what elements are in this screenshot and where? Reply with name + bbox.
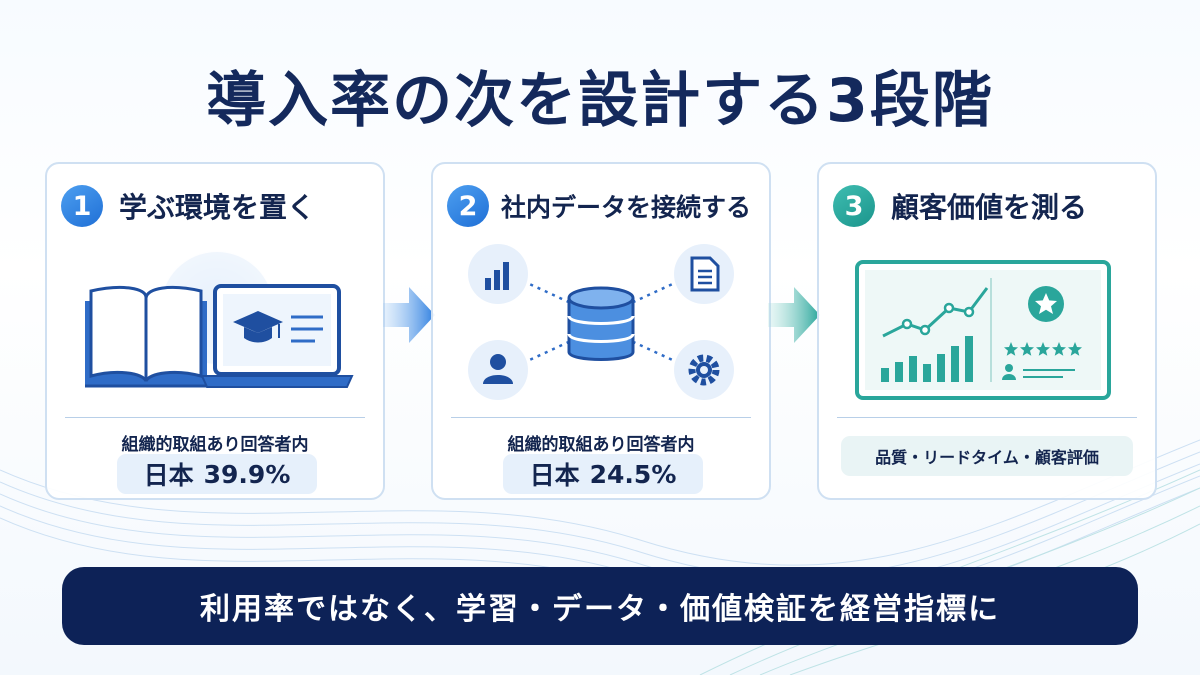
step-number-badge-1: 1: [61, 185, 103, 227]
card-divider: [65, 417, 365, 418]
step-title-2: 社内データを接続する: [501, 193, 752, 222]
step-card-3: 3 顧客価値を測る: [817, 162, 1157, 500]
stat-value-2: 24.5%: [589, 459, 677, 489]
step-header-2: 2 社内データを接続する: [447, 178, 761, 234]
stat-region-2: 日本: [529, 461, 580, 490]
user-icon: [468, 340, 528, 400]
step-header-1: 1 学ぶ環境を置く: [61, 178, 375, 234]
step-card-2: 2 社内データを接続する: [431, 162, 771, 500]
stat-pill-2: 日本 24.5%: [503, 454, 703, 494]
page-title: 導入率の次を設計する3段階: [206, 66, 994, 136]
gear-icon: [674, 340, 734, 400]
metrics-pill: 品質・リードタイム・顧客評価: [841, 436, 1133, 476]
arrow-right-icon: [383, 287, 435, 343]
learning-illustration: [85, 250, 354, 388]
step-title-1: 学ぶ環境を置く: [119, 191, 316, 224]
database-icon: [567, 286, 635, 361]
stat-label-1: 組織的取組あり回答者内: [121, 435, 309, 455]
stat-region-1: 日本: [143, 461, 194, 490]
arrow-right-icon: [768, 287, 820, 343]
step-number-badge-3: 3: [833, 185, 875, 227]
step-number-badge-2: 2: [447, 185, 489, 227]
stat-pill-1: 日本 39.9%: [117, 454, 317, 494]
rating-stars-icon: [1004, 342, 1082, 356]
book-icon: [85, 285, 207, 388]
document-icon: [674, 244, 734, 304]
card-divider: [837, 417, 1137, 418]
bottom-banner: 利用率ではなく、学習・データ・価値検証を経営指標に: [62, 567, 1138, 645]
card-divider: [451, 417, 751, 418]
step-title-3: 顧客価値を測る: [891, 191, 1088, 224]
step-card-1: 1 学ぶ環境を置く 組織的取組あり回答者内 日本 39.9%: [45, 162, 385, 500]
bar-chart-icon: [468, 244, 528, 304]
graduation-cap-icon: [233, 311, 283, 343]
line-chart-icon: [881, 287, 989, 382]
step-header-3: 3 顧客価値を測る: [833, 178, 1147, 234]
stat-label-2: 組織的取組あり回答者内: [507, 435, 695, 455]
stat-value-1: 39.9%: [203, 459, 291, 489]
data-connection-illustration: [468, 244, 734, 400]
dashboard-icon: [855, 260, 1111, 400]
star-icon: [1028, 286, 1064, 322]
laptop-icon: [200, 284, 354, 388]
